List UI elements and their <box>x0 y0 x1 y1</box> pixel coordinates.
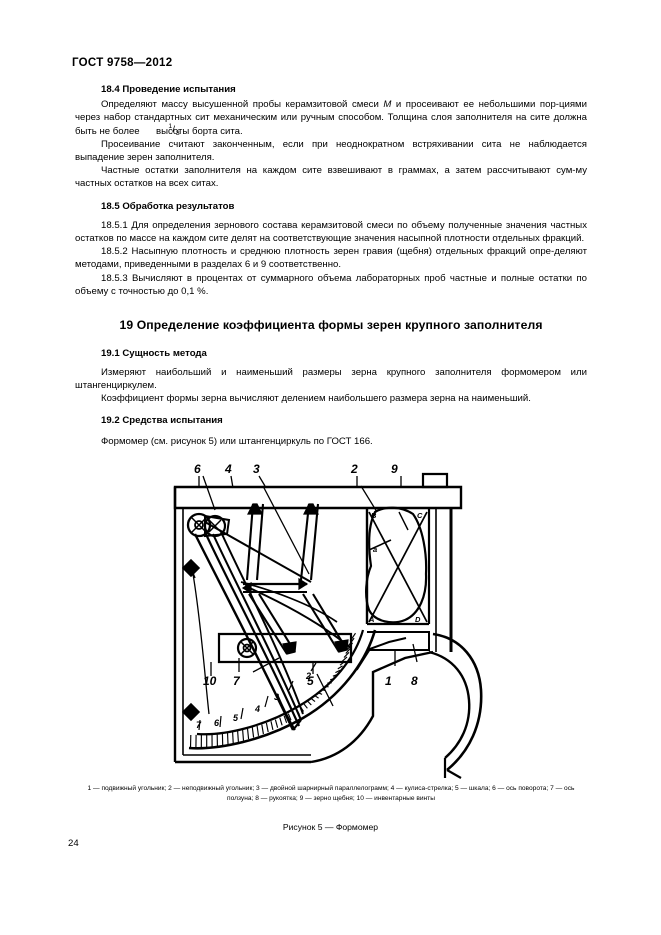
hinge-rod-2-left <box>299 503 310 581</box>
hinge-rod-3-head <box>281 641 297 655</box>
link-curve-secondary <box>240 581 337 623</box>
stone-vertex-labels: B C A D a <box>368 511 423 624</box>
scale-tick-5: 5 <box>233 713 239 723</box>
callout-6: 6 <box>194 462 201 476</box>
fraction-numerator: 1 <box>168 123 173 131</box>
arm-2-outer <box>211 533 302 721</box>
heading-19: 19 Определение коэффициента формы зерен … <box>119 317 543 332</box>
hinge-rod-3-left <box>247 593 288 655</box>
hinge-rod-2-head <box>302 503 319 515</box>
callout-7: 7 <box>233 674 241 688</box>
heading-19-2: 19.2 Средства испытания <box>101 414 223 426</box>
callout-10: 10 <box>203 674 217 688</box>
stone-box-base-plate <box>366 631 430 651</box>
paragraph-18-4-3: Частные остатки заполнителя на каждом си… <box>75 165 587 190</box>
link-arrow-right <box>297 577 308 591</box>
callout-9: 9 <box>391 462 398 476</box>
scale-graduations <box>189 632 356 749</box>
base-step-outline <box>310 650 433 764</box>
callout-1: 1 <box>385 674 392 688</box>
figure-callout-labels: 6 4 3 2 9 10 7 5 1 8 <box>194 462 418 688</box>
slide-axis-cross-2 <box>239 641 254 655</box>
page-number: 24 <box>68 838 79 849</box>
arm-1-inner <box>203 531 300 727</box>
callout-5: 5 <box>307 674 314 688</box>
vertex-C: C <box>417 511 423 520</box>
top-boss <box>421 472 448 489</box>
callout-2: 2 <box>350 462 358 476</box>
heading-18-5: 18.5 Обработка результатов <box>101 201 235 213</box>
callout-8: 8 <box>411 674 418 688</box>
spacer <box>75 405 587 415</box>
stone-chord-a <box>368 539 391 551</box>
link-to-lower-curve <box>244 585 352 649</box>
pivot-axis-inner <box>193 520 204 530</box>
paragraph-19-1-1: Измеряют наибольший и наименьший размеры… <box>75 366 587 391</box>
figure-caption: Рисунок 5 — Формомер <box>282 822 379 832</box>
paragraph-18-4-2: Просеивание считают законченным, если пр… <box>75 139 587 164</box>
handle-outer-curve <box>432 632 482 772</box>
vertex-D: D <box>415 615 421 624</box>
aggregate-grain <box>364 506 427 624</box>
paragraph-18-5-3: 18.5.3 Вычисляют в процентах от суммарно… <box>75 272 587 297</box>
vertex-A: A <box>368 615 374 624</box>
callout-3: 3 <box>253 462 260 476</box>
screw-head-lower <box>181 702 200 722</box>
hinge-rod-1-right <box>255 503 264 581</box>
figure-legend: 1 — подвижный угольник; 2 — неподвижный … <box>84 784 578 804</box>
screw-upper-leader <box>189 567 196 579</box>
heading-18-4: 18.4 Проведение испытания <box>101 84 236 95</box>
heading-19-1: 19.1 Сущность метода <box>101 347 207 359</box>
paragraph-18-4-1: Определяют массу высушенной пробы керамз… <box>75 98 587 138</box>
slide-axis-outer <box>236 637 257 659</box>
pivot-cross-2 <box>190 517 207 533</box>
paragraph-19-1-2: Коэффициент формы зерна вычисляют делени… <box>101 392 531 404</box>
pivot-to-link-diagonal <box>204 521 311 583</box>
arm-2-inner <box>219 531 304 715</box>
scale-tick-4: 4 <box>254 704 260 714</box>
callout-4: 4 <box>224 462 232 476</box>
p1-text-c: высоты борта сита. <box>153 126 243 138</box>
needle-edge <box>275 693 296 731</box>
handle-stem-right <box>445 769 462 779</box>
fraction-slash: / <box>172 124 175 136</box>
handle-inner-curve <box>428 650 470 759</box>
slide-shelf <box>217 632 352 664</box>
slide-axis-inner <box>242 643 251 653</box>
hinge-rod-1-left <box>245 503 254 581</box>
slide-pointer-cross-2 <box>207 519 222 533</box>
figure-legend-line-2: шкала; 6 — ось поворота; 7 — ось ползуна… <box>227 785 575 803</box>
formomer-diagram: 7 6 5 4 3 2 <box>173 462 482 779</box>
hinge-rod-4-left <box>301 593 340 653</box>
scale-tick-6: 6 <box>214 718 220 728</box>
screw-leader-long <box>191 573 210 715</box>
figure-legend-line-1: 1 — подвижный угольник; 2 — неподвижный … <box>87 785 468 792</box>
vertex-B: B <box>371 511 377 520</box>
paragraph-18-5-1: 18.5.1 Для определения зернового состава… <box>75 220 587 245</box>
paragraph-18-5-2: 18.5.2 Насыпную плотность и среднюю плот… <box>75 246 587 271</box>
hinge-rod-2-right <box>309 503 319 581</box>
fraction-one-third: 1/3 <box>142 123 179 137</box>
stone-diagonal-2 <box>367 511 428 623</box>
document-body: 18.4 Проведение испытания Определяют мас… <box>75 84 587 448</box>
hinge-rod-3-right <box>257 593 296 653</box>
callout-leaders-top <box>197 475 402 575</box>
p1-text-b: и просеивают ее небольшими пор-циями чер… <box>75 99 587 138</box>
hinge-rod-1-head <box>246 503 263 515</box>
callout-leaders-mid <box>209 643 418 707</box>
p1-text-a: Определяют массу высушенной пробы керамз… <box>101 99 384 110</box>
inventory-screws <box>181 558 200 722</box>
callout-9-leader <box>397 511 409 531</box>
paragraph-19-2-1: Формомер (см. рисунок 5) или штангенцирк… <box>101 435 373 447</box>
variable-m: M <box>383 99 392 110</box>
standard-header: ГОСТ 9758—2012 <box>72 57 173 69</box>
scale-arc-outer <box>188 629 376 750</box>
stone-label-a: a <box>373 545 377 554</box>
figure-5-formomer: 7 6 5 4 3 2 <box>0 462 661 792</box>
scale-tick-2: 2 <box>305 671 311 681</box>
fraction-denominator: 3 <box>175 129 180 137</box>
base-step-top <box>366 637 406 651</box>
